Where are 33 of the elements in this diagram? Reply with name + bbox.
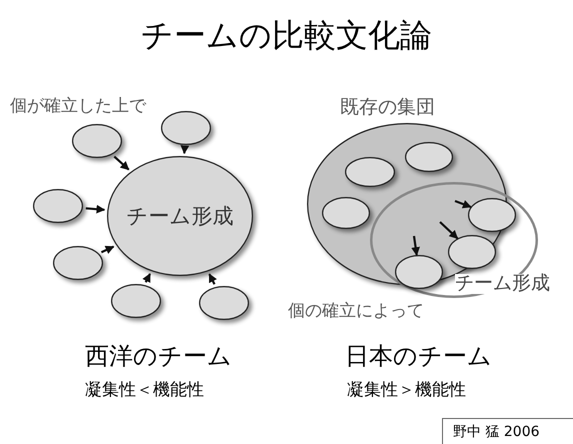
member-ellipse xyxy=(53,246,103,280)
member-ellipse xyxy=(111,284,161,318)
node-label: チーム形成 xyxy=(126,203,234,230)
member-ellipse xyxy=(395,255,443,289)
member-ellipse xyxy=(448,235,496,269)
member-ellipse xyxy=(468,198,516,232)
arrow xyxy=(411,236,420,256)
node-label: チーム形成 xyxy=(455,274,550,294)
member-ellipse xyxy=(72,124,122,158)
arrow xyxy=(86,204,106,214)
member-ellipse xyxy=(199,286,249,320)
arrow xyxy=(208,273,217,285)
title: チームの比較文化論 xyxy=(140,15,433,56)
note: 個が確立した上で xyxy=(10,95,146,117)
comparison-text: 凝集性＞機能性 xyxy=(347,379,466,401)
arrow xyxy=(454,200,472,208)
heading: 西洋のチーム xyxy=(85,341,232,372)
comparison-text: 凝集性＜機能性 xyxy=(85,379,204,401)
team-ellipse xyxy=(107,156,253,276)
arrow xyxy=(114,156,130,170)
arrow xyxy=(439,221,458,240)
arrow xyxy=(142,273,151,283)
arrow xyxy=(100,246,114,254)
member-ellipse xyxy=(161,111,211,145)
heading: 日本のチーム xyxy=(345,341,492,372)
member-ellipse xyxy=(33,189,83,223)
member-ellipse xyxy=(345,157,395,187)
note: 個の確立によって xyxy=(288,300,424,322)
credit-box: 野中 猛 2006 xyxy=(442,418,573,444)
node-label: 既存の集団 xyxy=(340,95,435,120)
member-ellipse xyxy=(405,142,453,172)
arrow xyxy=(180,145,190,154)
member-ellipse xyxy=(322,197,370,229)
